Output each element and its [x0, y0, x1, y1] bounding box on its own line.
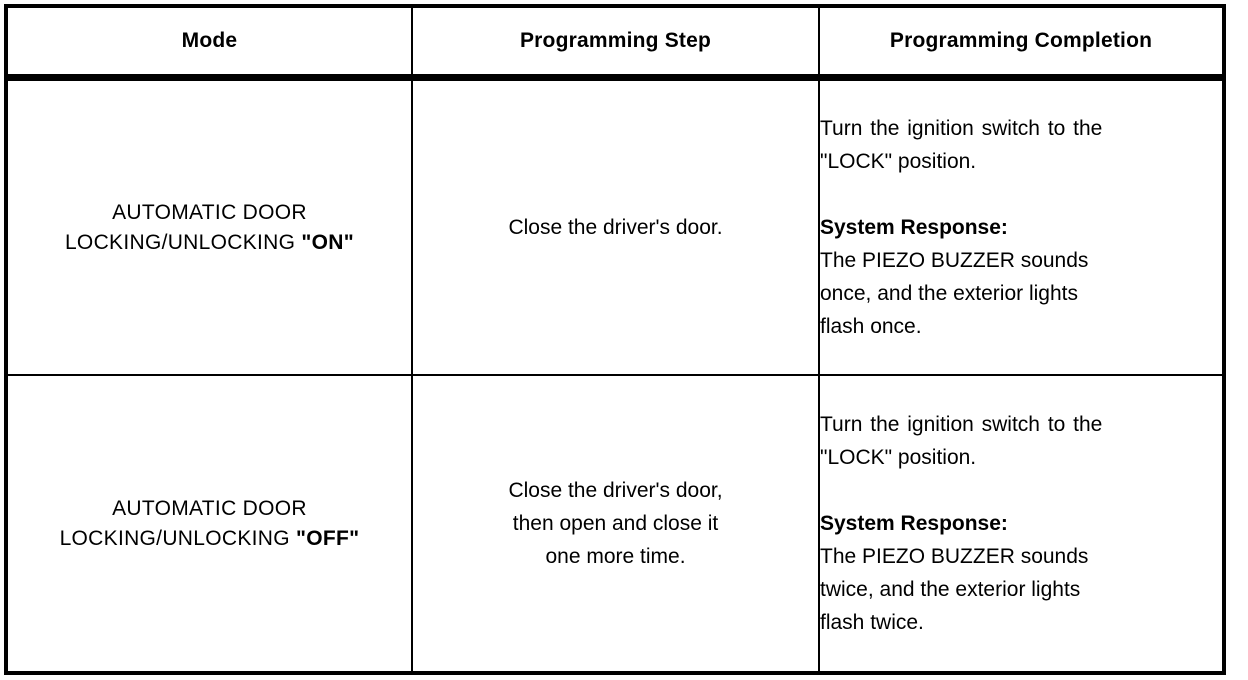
mode-line-2: LOCKING/UNLOCKING "OFF": [8, 524, 411, 554]
completion-line-3: The PIEZO BUZZER sounds: [820, 545, 1089, 568]
cell-step-off: Close the driver's door, then open and c…: [411, 375, 820, 675]
completion-spacer: [820, 178, 1222, 211]
completion-line-5: flash once.: [820, 315, 922, 338]
mode-line-2: LOCKING/UNLOCKING "ON": [8, 228, 411, 258]
system-response-label: System Response:: [820, 512, 1008, 535]
mode-line-1: AUTOMATIC DOOR: [112, 496, 307, 520]
step-line-1: Close the driver's door.: [508, 216, 723, 239]
step-line-1: Close the driver's door,: [508, 479, 723, 502]
system-response-label: System Response:: [820, 216, 1008, 239]
table-row: AUTOMATIC DOOR LOCKING/UNLOCKING "OFF" C…: [5, 375, 1225, 675]
completion-line-1: Turn the ignition switch to the: [820, 117, 1103, 140]
step-line-3: one more time.: [545, 545, 686, 568]
completion-line-5: flash twice.: [820, 611, 924, 634]
completion-spacer: [820, 474, 1222, 507]
mode-line-2-prefix: LOCKING/UNLOCKING: [59, 526, 297, 550]
completion-line-3: The PIEZO BUZZER sounds: [820, 249, 1089, 272]
mode-state-emphasis: "OFF": [296, 526, 360, 550]
completion-line-4: twice, and the exterior lights: [820, 578, 1081, 601]
programming-table: Mode Programming Step Programming Comple…: [4, 4, 1226, 675]
completion-line-1: Turn the ignition switch to the: [820, 413, 1103, 436]
cell-mode-off: AUTOMATIC DOOR LOCKING/UNLOCKING "OFF": [5, 375, 413, 675]
column-header-programming-completion: Programming Completion: [818, 5, 1225, 81]
cell-completion-on: Turn the ignition switch to the "LOCK" p…: [818, 77, 1225, 376]
completion-line-2: "LOCK" position.: [820, 150, 977, 173]
mode-state-emphasis: "ON": [301, 230, 355, 254]
mode-line-2-prefix: LOCKING/UNLOCKING: [64, 230, 302, 254]
step-line-2: then open and close it: [512, 512, 719, 535]
table-row: AUTOMATIC DOOR LOCKING/UNLOCKING "ON" Cl…: [5, 77, 1225, 376]
table-header-row: Mode Programming Step Programming Comple…: [5, 5, 1225, 81]
cell-mode-on: AUTOMATIC DOOR LOCKING/UNLOCKING "ON": [5, 77, 413, 376]
completion-line-2: "LOCK" position.: [820, 446, 977, 469]
column-header-mode: Mode: [5, 5, 413, 81]
column-header-programming-step: Programming Step: [411, 5, 820, 81]
cell-step-on: Close the driver's door.: [411, 77, 820, 376]
cell-completion-off: Turn the ignition switch to the "LOCK" p…: [818, 375, 1225, 675]
completion-line-4: once, and the exterior lights: [820, 282, 1078, 305]
mode-line-1: AUTOMATIC DOOR: [112, 200, 307, 224]
